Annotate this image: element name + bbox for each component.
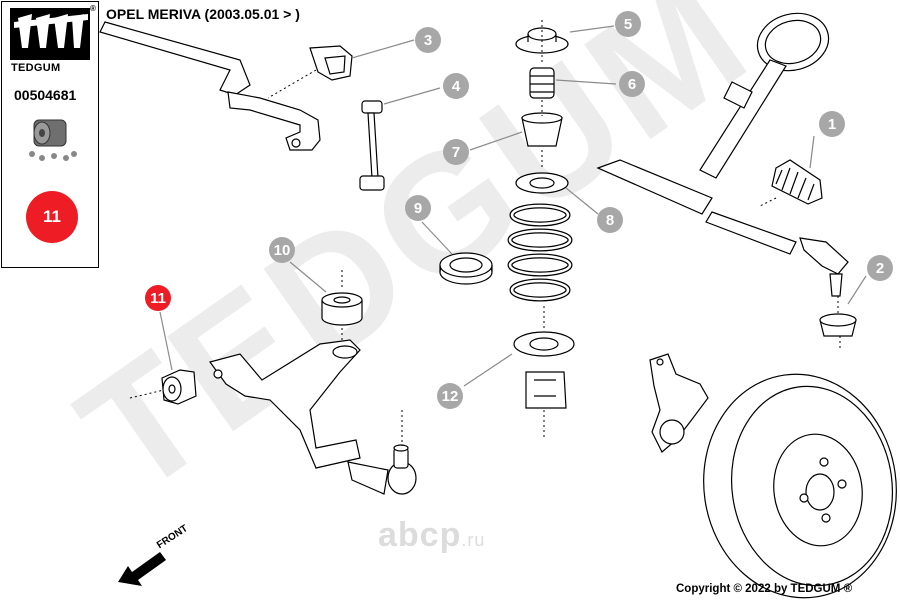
callout-7: 7	[443, 139, 469, 165]
part-9-bearing	[439, 252, 493, 285]
svg-text:3: 3	[424, 32, 432, 49]
callout-2: 2	[867, 255, 893, 281]
part-3-bushing	[309, 45, 353, 81]
svg-text:1: 1	[828, 116, 836, 133]
svg-text:6: 6	[628, 76, 636, 93]
brand-name: TEDGUM	[11, 62, 61, 74]
part-2-tie-rod-end	[799, 237, 857, 337]
svg-text:TEDGUM: TEDGUM	[48, 0, 782, 529]
dashed-guides	[129, 20, 841, 446]
callout-3: 3	[415, 27, 441, 53]
part-number: 00504681	[14, 87, 77, 103]
callout-5: 5	[615, 11, 641, 37]
copyright-notice: Copyright © 2022 by TEDGUM ®	[676, 583, 853, 595]
part-1-boot	[771, 159, 823, 205]
svg-text:4: 4	[452, 78, 461, 95]
steering-knuckle	[649, 353, 709, 453]
svg-text:7: 7	[452, 144, 460, 161]
leader-lines	[159, 25, 867, 387]
vehicle-title: OPEL MERIVA (2003.05.01 > )	[106, 6, 300, 22]
callout-4: 4	[443, 73, 469, 99]
stabilizer-bar	[99, 21, 321, 151]
svg-text:9: 9	[414, 200, 422, 217]
callout-8: 8	[597, 207, 623, 233]
callout-10: 10	[269, 237, 295, 263]
control-arm	[209, 339, 361, 469]
part-4-link	[359, 100, 385, 191]
svg-text:2: 2	[876, 260, 884, 277]
registered-mark: ®	[90, 4, 96, 13]
sidebar-panel: ® TEDGUM 00504681 11	[1, 1, 99, 268]
svg-text:11: 11	[150, 290, 166, 307]
callout-11: 11	[145, 285, 171, 311]
callout-6: 6	[619, 71, 645, 97]
strut-lower	[513, 331, 575, 409]
svg-text:12: 12	[442, 388, 459, 405]
steering-assembly	[596, 12, 830, 255]
watermark-logo: TEDGUM	[48, 0, 782, 529]
site-watermark: abcp.ru	[378, 516, 486, 554]
tedgum-logo-icon	[10, 8, 90, 60]
part-11-bushing	[161, 369, 197, 405]
part-10-bushing	[321, 292, 363, 326]
svg-text:8: 8	[606, 212, 614, 229]
callouts: 1 2 3 4 5 6 7 8 9 10 11 12	[145, 11, 893, 409]
part-thumbnail-icon	[29, 119, 77, 161]
callout-1: 1	[819, 111, 845, 137]
callout-9: 9	[405, 195, 431, 221]
svg-text:5: 5	[624, 16, 632, 33]
strut-stack	[515, 27, 569, 194]
svg-text:10: 10	[274, 242, 291, 259]
wheel-assembly	[703, 373, 897, 599]
front-arrow-icon	[118, 552, 166, 586]
callout-12: 12	[437, 383, 463, 409]
part-callout-badge: 11	[26, 191, 78, 243]
ball-joint	[347, 444, 417, 495]
